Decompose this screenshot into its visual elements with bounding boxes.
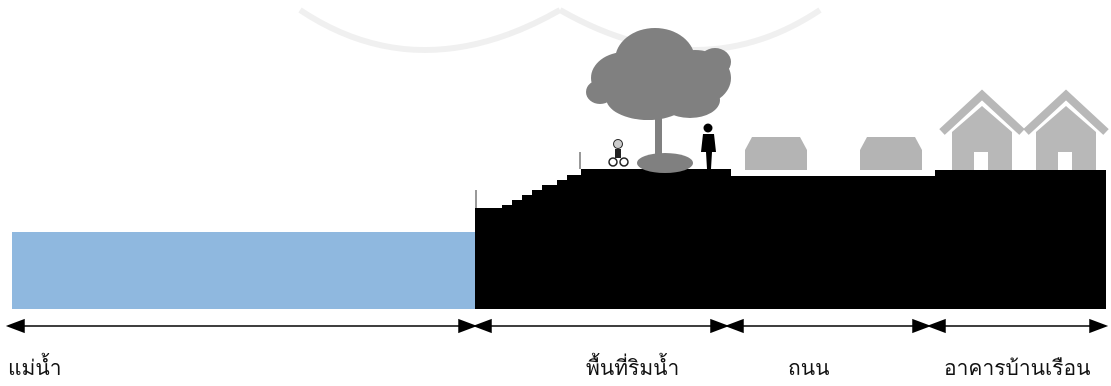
ground-section <box>475 169 1106 309</box>
house-2 <box>1023 89 1109 170</box>
arrow-river <box>5 318 478 334</box>
zone-label-river: แม่น้ำ <box>8 356 62 380</box>
arrow-buildings <box>926 318 1109 334</box>
car-2 <box>860 137 922 170</box>
tree <box>586 28 731 173</box>
car-1 <box>745 137 807 170</box>
zone-label-riverside: พื้นที่ริมน้ำ <box>586 356 680 380</box>
zone-label-buildings: อาคารบ้านเรือน <box>944 356 1091 380</box>
watermark <box>298 7 822 53</box>
house-1 <box>939 89 1025 170</box>
arrow-riverside <box>472 318 730 334</box>
cyclist-figure <box>608 139 629 167</box>
zone-arrows <box>5 318 1109 334</box>
walking-person-figure <box>701 123 716 169</box>
arrow-road <box>724 318 932 334</box>
zone-label-road: ถนน <box>788 356 830 380</box>
river-water <box>12 232 475 309</box>
